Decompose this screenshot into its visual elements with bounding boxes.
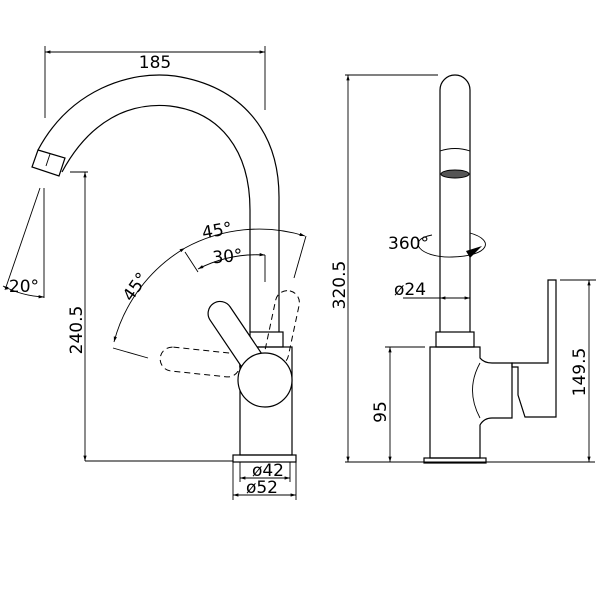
- spray-angle-dimension: 20°: [2, 187, 45, 299]
- side-spout: [439, 74, 471, 332]
- base-plate: [232, 454, 297, 463]
- lever: [207, 300, 293, 408]
- base-inner-dim-label: ø42: [252, 461, 284, 481]
- spray-angle-label: 20°: [9, 277, 39, 297]
- spout: [31, 74, 280, 332]
- lever-angle-top-label: 45°: [201, 219, 234, 244]
- lever-angle-inner-label: 30°: [212, 246, 244, 269]
- base-dimensions: ø42 ø52: [232, 461, 297, 500]
- swivel-indicator: 360°: [388, 232, 486, 258]
- body-height-dimension: 95: [371, 346, 425, 462]
- spout-diameter-dimension: ø24: [394, 280, 470, 300]
- width-dim-label: 185: [139, 53, 171, 73]
- base-outer-dim-label: ø52: [246, 478, 278, 498]
- body-height-label: 95: [371, 401, 391, 423]
- height-dim-label: 240.5: [67, 306, 87, 355]
- side-view: 320.5 360° ø24: [330, 74, 596, 464]
- width-dimension: 185: [44, 46, 266, 118]
- swivel-label: 360°: [388, 234, 429, 254]
- total-height-dimension: 320.5: [330, 74, 595, 463]
- side-lever: [511, 279, 557, 418]
- aerator: [440, 169, 470, 179]
- front-view: 185 20° 240.5: [2, 46, 307, 500]
- spout-diameter-label: ø24: [394, 280, 426, 300]
- side-body: [423, 279, 557, 464]
- side-base-plate: [423, 457, 487, 464]
- lever-angle-dimension: 45° 45° 30°: [112, 219, 307, 359]
- lever-ghost-left: [159, 346, 241, 378]
- height-dimension: 240.5: [67, 171, 233, 462]
- total-height-label: 320.5: [330, 261, 350, 310]
- lever-angle-left-label: 45°: [119, 269, 153, 305]
- lever-height-dimension: 149.5: [560, 279, 596, 462]
- nozzle: [31, 149, 66, 177]
- lever-height-label: 149.5: [570, 348, 590, 397]
